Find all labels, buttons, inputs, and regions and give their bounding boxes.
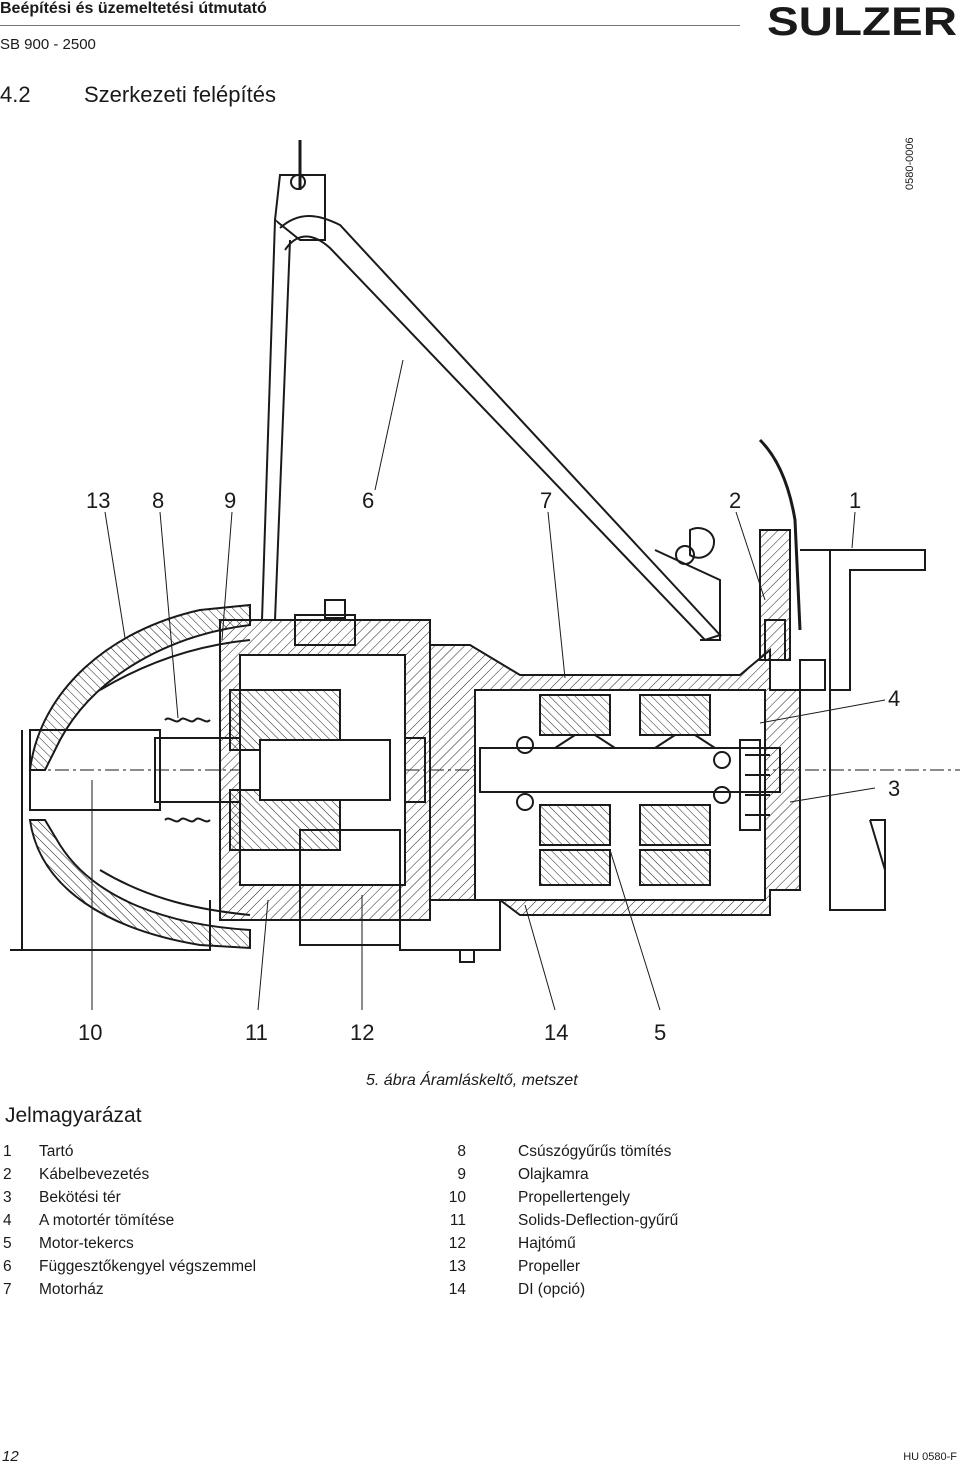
mounting-bracket	[799, 549, 926, 911]
mixer-cross-section-drawing	[10, 140, 960, 1011]
svg-text:SULZER: SULZER	[767, 2, 957, 40]
callout-5: 5	[654, 1020, 667, 1045]
gearbox	[219, 599, 501, 963]
sulzer-logo: SULZER	[767, 2, 957, 40]
callout-7: 7	[540, 488, 553, 513]
callout-14: 14	[544, 1020, 569, 1045]
lifting-bracket	[260, 140, 722, 642]
connection-chamber	[739, 739, 770, 831]
callout-11: 11	[245, 1020, 268, 1045]
document-model: SB 900 - 2500	[0, 36, 96, 53]
callout-9: 9	[224, 488, 237, 513]
callout-12: 12	[350, 1020, 375, 1045]
section-title: Szerkezeti felépítés	[84, 82, 276, 107]
callout-6: 6	[362, 488, 375, 513]
callout-13: 13	[86, 488, 111, 513]
figure-caption: 5. ábra Áramláskeltő, metszet	[366, 1072, 578, 1089]
propeller	[10, 603, 251, 951]
callout-3: 3	[888, 776, 901, 801]
callout-8: 8	[152, 488, 165, 513]
header-rule	[0, 25, 740, 26]
cable-inlet	[758, 438, 802, 661]
page-number: 12	[2, 1448, 19, 1465]
callout-1: 1	[849, 488, 862, 513]
section-number: 4.2	[0, 82, 31, 107]
legend-title: Jelmagyarázat	[5, 1104, 142, 1127]
document-code: HU 0580-F	[903, 1451, 957, 1463]
leader-lines	[91, 359, 886, 1011]
callout-2: 2	[729, 488, 742, 513]
callout-4: 4	[888, 686, 901, 711]
motor-housing	[429, 644, 801, 916]
document-title: Beépítési és üzemeltetési útmutató	[0, 0, 267, 17]
callout-10: 10	[78, 1020, 103, 1045]
